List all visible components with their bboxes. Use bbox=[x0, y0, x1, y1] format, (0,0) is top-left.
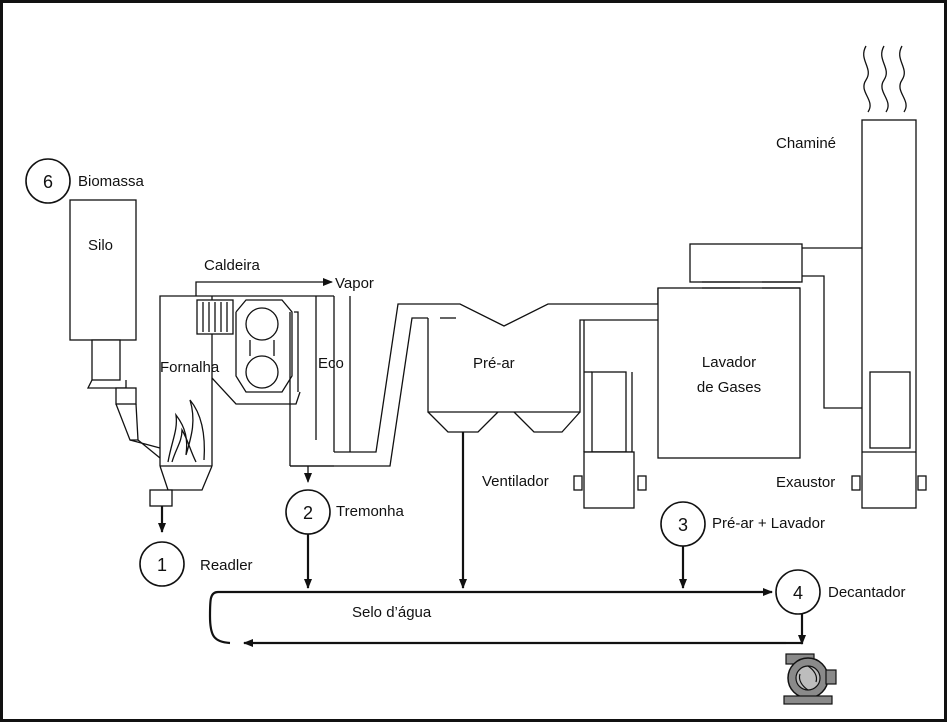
readler-label: Readler bbox=[200, 557, 253, 574]
eco-label: Eco bbox=[318, 355, 344, 372]
silo bbox=[69, 199, 161, 459]
ventilador-label: Ventilador bbox=[482, 473, 549, 490]
ventilador bbox=[573, 320, 647, 509]
chamine-label: Chaminé bbox=[776, 135, 836, 152]
marker-4: 4 bbox=[775, 569, 821, 615]
gas-scrubber bbox=[657, 243, 803, 459]
marker-6-number: 6 bbox=[43, 172, 53, 192]
pre-ar-lavador-label: Pré-ar + Lavador bbox=[712, 515, 825, 532]
readler-valve bbox=[149, 489, 173, 507]
pre-ar-label: Pré-ar bbox=[473, 355, 515, 372]
lavador-label-line2: de Gases bbox=[697, 379, 761, 396]
vapor-label: Vapor bbox=[335, 275, 374, 292]
caldeira-label: Caldeira bbox=[204, 257, 261, 274]
lavador-label-line1: Lavador bbox=[702, 354, 756, 371]
smoke bbox=[863, 45, 907, 113]
marker-3-number: 3 bbox=[678, 515, 688, 535]
marker-1-number: 1 bbox=[157, 555, 167, 575]
marker-3: 3 bbox=[660, 501, 706, 547]
flue-duct bbox=[334, 288, 659, 453]
exaustor-label: Exaustor bbox=[776, 474, 835, 491]
pump-icon bbox=[783, 653, 837, 705]
selo-agua-channel bbox=[208, 588, 786, 647]
marker-2-number: 2 bbox=[303, 503, 313, 523]
chimney bbox=[851, 119, 927, 509]
vapor-arrow bbox=[195, 278, 333, 296]
marker-4-number: 4 bbox=[793, 583, 803, 603]
marker-1: 1 bbox=[139, 541, 185, 587]
marker-6: 6 bbox=[25, 158, 71, 204]
tremonha-label: Tremonha bbox=[336, 503, 404, 520]
selo-agua-label: Selo d’água bbox=[352, 604, 432, 621]
boiler bbox=[159, 295, 335, 491]
silo-label: Silo bbox=[88, 237, 113, 254]
marker-2: 2 bbox=[285, 489, 331, 535]
fornalha-label: Fornalha bbox=[160, 359, 220, 376]
biomassa-label: Biomassa bbox=[78, 173, 145, 190]
decantador-label: Decantador bbox=[828, 584, 906, 601]
